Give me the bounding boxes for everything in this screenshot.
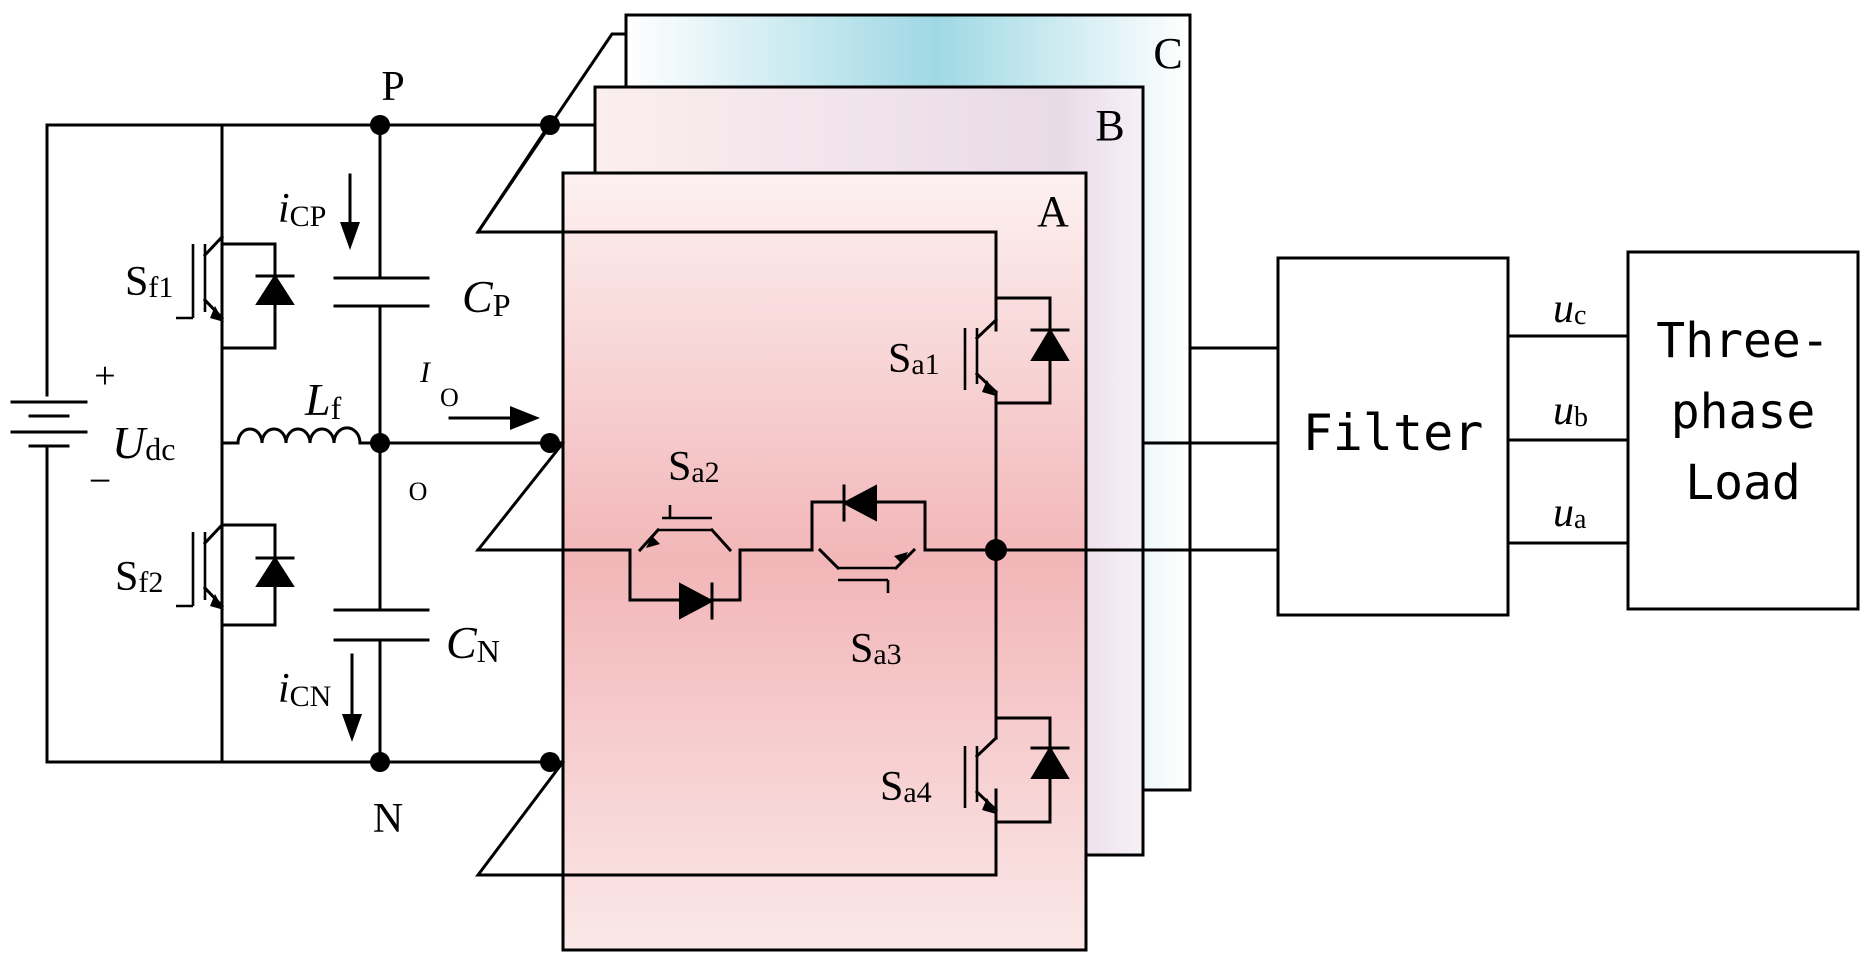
switch-sa1: Sa1: [888, 296, 1070, 405]
uc-label: uc: [1553, 286, 1586, 332]
cap-p-label: CP: [462, 271, 510, 323]
phase-c-label: C: [1153, 29, 1182, 78]
load-label-line1: Three-: [1656, 313, 1829, 369]
load-label-line2: phase: [1671, 384, 1816, 440]
current-arrow-icn: iCN: [278, 653, 362, 742]
sa1-label: Sa1: [888, 336, 940, 382]
load-label-line3: Load: [1685, 455, 1801, 511]
junction-dots: [370, 115, 560, 772]
filter-block: Filter: [1276, 256, 1510, 617]
plus-label: +: [94, 355, 115, 397]
ub-label: ub: [1553, 388, 1588, 434]
inductor-lf: Lf: [236, 374, 362, 445]
node-p-label: P: [381, 64, 404, 110]
current-cn-label: iCN: [278, 666, 331, 713]
sa2-label: Sa2: [668, 444, 720, 490]
node-n-label: N: [373, 796, 403, 842]
phase-a-panel: A: [561, 171, 1088, 952]
current-o-label: IO: [419, 356, 459, 412]
three-phase-load-block: Three- phase Load: [1626, 250, 1860, 611]
switch-sa3: Sa3: [810, 484, 927, 672]
sa3-label: Sa3: [850, 626, 902, 672]
sf1-label: Sf1: [125, 259, 173, 305]
inductor-label: Lf: [304, 374, 342, 426]
node-o-label: O: [409, 477, 428, 506]
phase-b-label: B: [1095, 101, 1124, 150]
current-cp-label: iCP: [278, 186, 326, 233]
phase-a-wiring: [476, 230, 1280, 877]
switch-sf1: Sf1: [125, 123, 295, 350]
output-wiring: [1141, 334, 1630, 545]
capacitor-cn: CN: [333, 608, 500, 669]
dc-source: + − Udc: [10, 188, 175, 503]
filter-label: Filter: [1303, 404, 1484, 462]
current-arrow-io: IO: [419, 356, 540, 430]
sf2-label: Sf2: [115, 554, 163, 600]
phase-a-label: A: [1037, 187, 1069, 236]
switch-sa4: Sa4: [880, 716, 1070, 824]
current-arrow-icp: iCP: [278, 173, 360, 250]
switch-sf2: Sf2: [115, 522, 295, 627]
switch-sa2: Sa2: [628, 444, 742, 620]
cap-n-label: CN: [446, 617, 500, 669]
source-label: Udc: [112, 417, 175, 468]
sa4-label: Sa4: [880, 764, 932, 810]
ua-label: ua: [1553, 490, 1587, 536]
minus-label: −: [89, 458, 112, 503]
capacitor-cp: CP: [333, 271, 510, 323]
